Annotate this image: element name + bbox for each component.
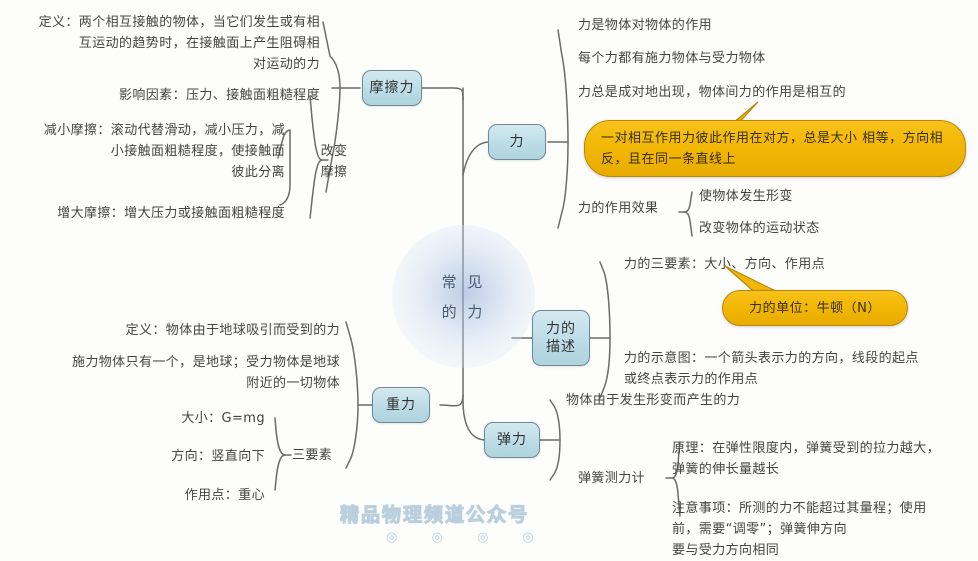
brace-description-main	[599, 261, 611, 399]
force-effect-2: 改变物体的运动状态	[699, 221, 820, 236]
force-item-1: 力是物体对物体的作用	[578, 18, 713, 33]
gravity-point: 作用点：重心	[184, 488, 265, 503]
brace-elastic-main	[549, 399, 561, 481]
elastic-meter-label: 弹簧测力计	[578, 471, 646, 486]
force-effect-label: 力的作用效果	[578, 201, 659, 216]
center-line-2: 的 力	[441, 302, 486, 321]
link-trunk-elastic	[462, 399, 487, 441]
node-force[interactable]: 力	[488, 124, 546, 160]
description-diagram: 力的示意图：一个箭头表示力的方向，线段的起点 或终点表示力的作用点	[624, 351, 919, 387]
friction-change-label: 改变 摩擦	[320, 144, 348, 180]
brace-elements	[274, 417, 286, 491]
callout-reciprocal-force[interactable]: 一对相互作用力彼此作用在对方，总是大小 相等，方向相反，且在同一条直线上	[584, 120, 966, 177]
friction-increase: 增大摩擦：增大压力或接触面粗糙程度	[57, 206, 285, 221]
elastic-principle: 原理：在弹性限度内，弹簧受到的拉力越大， 弹簧的伸长量越长	[672, 441, 941, 477]
watermark-text: 精品物理频道公众号	[339, 504, 530, 527]
node-gravity[interactable]: 重力	[372, 387, 430, 423]
gravity-elements-label: 三要素	[292, 448, 333, 463]
brace-gravity-main	[345, 321, 359, 469]
brace-force-main	[557, 29, 569, 229]
node-description[interactable]: 力的 描述	[532, 310, 590, 366]
force-effect-1: 使物体发生形变	[699, 189, 793, 204]
gravity-direction: 方向：竖直向下	[171, 449, 265, 464]
friction-reduce: 减小摩擦：滚动代替滑动，减小压力，减 小接触面粗糙程度，使接触面 彼此分离	[43, 123, 285, 180]
friction-factors: 影响因素：压力、接触面粗糙程度	[118, 88, 320, 103]
elastic-notes: 注意事项：所测的力不能超过其量程；使用 前，需要“调零”；弹簧伸方向 要与受力方…	[672, 501, 927, 558]
brace-effect	[683, 191, 693, 237]
watermark-dots: ◎ ◎ ◎ ◎	[386, 530, 549, 545]
callout-force-unit[interactable]: 力的单位：牛顿（N）	[722, 290, 908, 326]
force-item-2: 每个力都有施力物体与受力物体	[578, 51, 766, 66]
gravity-definition: 定义：物体由于地球吸引而受到的力	[125, 323, 340, 338]
center-node[interactable]: 常 见 的 力	[392, 225, 535, 368]
link-trunk-friction	[419, 87, 464, 101]
description-three-elements: 力的三要素：大小、方向、作用点	[624, 257, 826, 272]
elastic-definition: 物体由于发生形变而产生的力	[566, 393, 741, 408]
center-line-1: 常 见	[441, 272, 486, 291]
link-trunk-force	[462, 141, 491, 176]
node-friction[interactable]: 摩擦力	[362, 70, 422, 106]
friction-definition: 定义：两个相互接触的物体，当它们发生或有相 互运动的趋势时，在接触面上产生阻碍相…	[38, 15, 320, 72]
gravity-bodies: 施力物体只有一个，是地球；受力物体是地球 附近的一切物体	[71, 355, 340, 391]
force-item-3: 力总是成对地出现，物体间力的作用是相互的	[578, 85, 847, 100]
gravity-magnitude: 大小：G=mg	[181, 411, 265, 426]
link-trunk-gravity	[439, 394, 464, 407]
node-elastic[interactable]: 弹力	[484, 422, 540, 458]
